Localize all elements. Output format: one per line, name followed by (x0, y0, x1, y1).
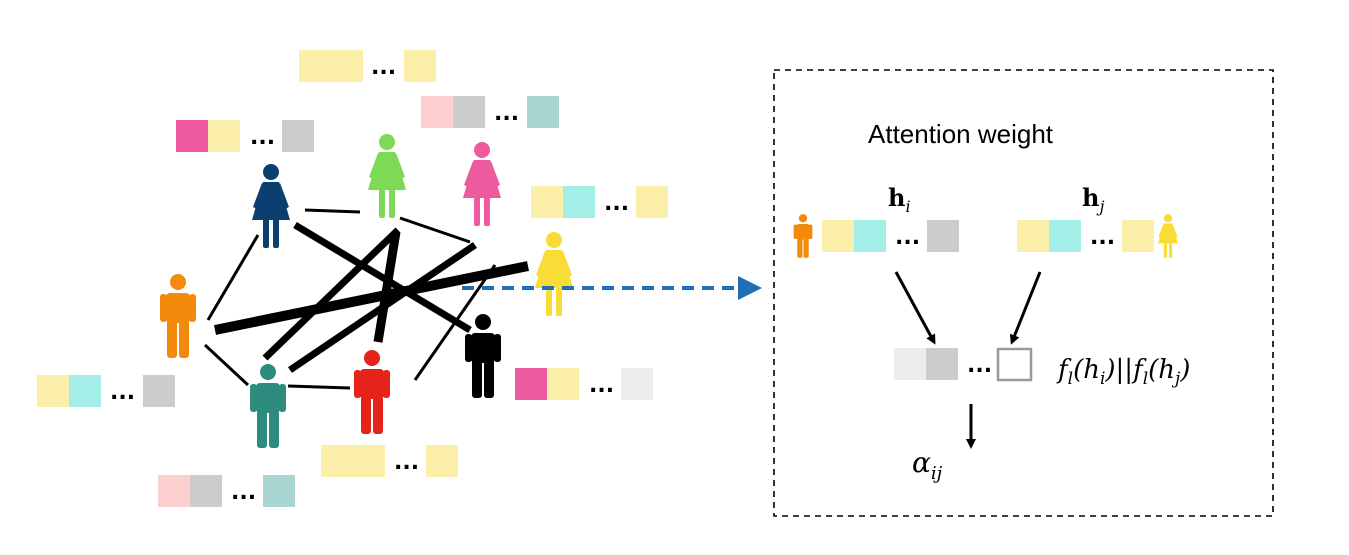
people (160, 134, 573, 448)
dashed-arrow (462, 276, 762, 300)
edge (206, 234, 260, 321)
ellipsis: ... (250, 125, 275, 150)
person-icon (535, 232, 573, 316)
concat-formula: fl(hi)||fl(hj) (1056, 355, 1190, 389)
person-icon (354, 350, 390, 434)
h-i-vector: ... (822, 220, 959, 252)
h-i-label: hi (888, 183, 911, 216)
feature-vector: ... (158, 475, 295, 507)
ellipsis: ... (895, 225, 920, 250)
ellipsis: ... (604, 191, 629, 216)
alpha-ij-label: αij (912, 446, 943, 484)
arrow-icon (1009, 271, 1042, 345)
edge (399, 216, 471, 244)
concat-vector: ... (894, 347, 1033, 382)
edge (373, 231, 401, 343)
person-icon (1158, 214, 1178, 258)
person-icon (160, 274, 196, 358)
person-icon (793, 214, 813, 258)
ellipsis: ... (589, 373, 614, 398)
attention-panel: Attention weight hi hj ... ... (773, 69, 1274, 517)
graph-edges (203, 208, 530, 390)
edge (213, 261, 530, 335)
edge (293, 221, 472, 334)
ellipsis: ... (110, 380, 135, 405)
feature-vector: ... (37, 375, 175, 407)
ellipsis: ... (967, 353, 992, 378)
feature-vector: ... (321, 445, 458, 477)
person-icon (463, 142, 501, 226)
ellipsis: ... (371, 55, 396, 80)
feature-vector: ... (515, 368, 653, 400)
edge (304, 208, 361, 214)
panel-title: Attention weight (868, 119, 1054, 149)
feature-vector: ... (176, 120, 314, 152)
feature-vector: ... (531, 186, 668, 218)
person-icon (368, 134, 406, 218)
feature-vector: ... (299, 50, 436, 82)
ellipsis: ... (394, 450, 419, 475)
edge (288, 242, 477, 373)
arrow-icon (738, 276, 762, 300)
person-icon (250, 364, 286, 448)
ellipsis: ... (494, 101, 519, 126)
h-j-label: hj (1082, 183, 1104, 216)
arrow-icon (894, 271, 936, 345)
h-j-vector: ... (1017, 220, 1154, 252)
feature-vectors: ... ... ... ... ... (37, 50, 668, 507)
edge (203, 343, 250, 387)
edge (262, 227, 401, 361)
edge (287, 384, 351, 390)
feature-vector: ... (421, 96, 559, 128)
ellipsis: ... (1090, 225, 1115, 250)
ellipsis: ... (231, 480, 256, 505)
